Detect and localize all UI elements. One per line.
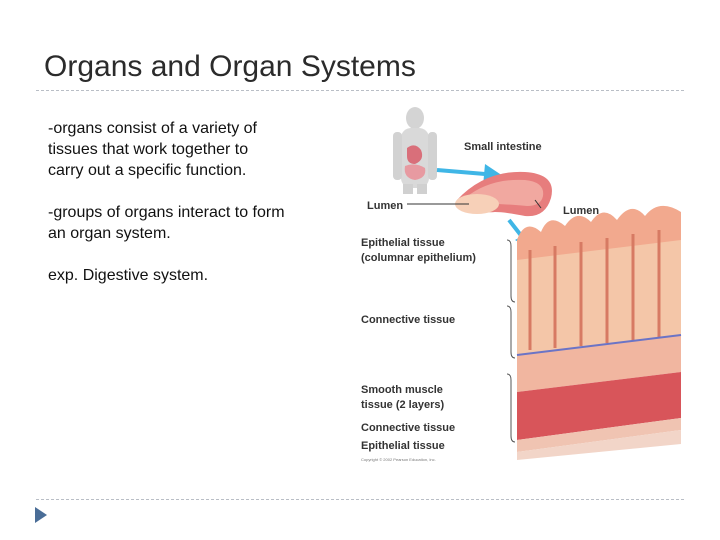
next-slide-arrow-icon[interactable] <box>34 506 48 524</box>
tissue-block-illustration <box>516 205 682 460</box>
label-lumen-left: Lumen <box>367 200 403 212</box>
label-connective-tissue: Connective tissue <box>361 314 455 326</box>
label-lumen-right: Lumen <box>563 205 599 217</box>
label-connective-tissue-2: Connective tissue <box>361 422 455 434</box>
label-smooth-muscle-layers: tissue (2 layers) <box>361 399 444 411</box>
pointer-arrow-1 <box>436 168 486 176</box>
slide-title: Organs and Organ Systems <box>44 50 416 83</box>
slide-body: -organs consist of a variety of tissues … <box>48 118 288 307</box>
paragraph-example: exp. Digestive system. <box>48 267 209 284</box>
label-epithelial-tissue: Epithelial tissue <box>361 237 445 249</box>
intestine-tissue-figure: Small intestine Lumen Lumen Epithelial t… <box>361 107 682 462</box>
label-epithelial-tissue-2: Epithelial tissue <box>361 440 445 452</box>
paragraph-organ-systems: -groups of organs interact to form an or… <box>48 204 285 242</box>
human-body-icon <box>393 107 437 194</box>
title-divider <box>36 90 684 91</box>
label-small-intestine: Small intestine <box>464 141 542 153</box>
copyright-notice: Copyright © 2002 Pearson Education, Inc. <box>361 457 436 462</box>
small-intestine-icon <box>455 171 552 217</box>
footer-divider <box>36 499 684 500</box>
label-smooth-muscle: Smooth muscle <box>361 384 443 396</box>
paragraph-organs: -organs consist of a variety of tissues … <box>48 120 257 179</box>
label-columnar-epithelium: (columnar epithelium) <box>361 252 476 264</box>
